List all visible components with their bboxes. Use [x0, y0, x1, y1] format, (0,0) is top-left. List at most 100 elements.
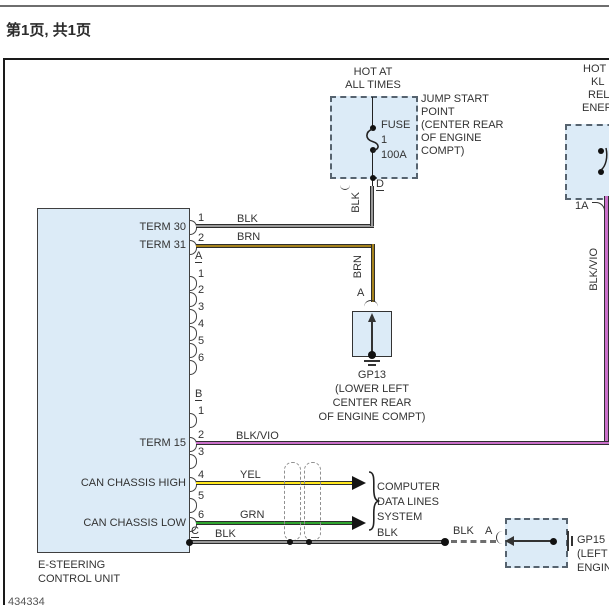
jump-start-line1: JUMP START — [421, 93, 489, 105]
jump-start-line5: COMPT) — [421, 145, 465, 157]
gp13-arrow-icon — [367, 313, 376, 322]
relay-contact-dot-top — [598, 148, 604, 154]
jump-start-line4: OF ENGINE — [421, 132, 482, 144]
gp15-box — [505, 518, 568, 568]
gp13-loc1: (LOWER LEFT — [335, 383, 409, 395]
pin-number: 3 — [198, 446, 205, 458]
fuse-lead-top — [371, 97, 373, 126]
pin-number: 6 — [198, 509, 205, 521]
can-chassis-low-label: CAN CHASSIS LOW — [83, 517, 186, 529]
pin-arc — [190, 360, 197, 375]
pin-number: 1 — [198, 268, 205, 280]
data-lines-label-3: SYSTEM — [377, 511, 423, 523]
pin-arc — [190, 413, 197, 428]
pin-number: 5 — [198, 335, 205, 347]
brn-wire-horizontal — [196, 244, 375, 248]
fuse-hot-line1: HOT AT — [353, 66, 393, 78]
inline-connector-capsule-icon — [284, 462, 301, 541]
grn-arrow-icon — [352, 516, 366, 530]
pin-arc — [190, 454, 197, 469]
gp15-ground-bar2 — [571, 536, 573, 546]
fuse-hot-line2: ALL TIMES — [345, 79, 401, 91]
page-title: 第1页, 共1页 — [6, 22, 92, 39]
pin-number: 5 — [198, 490, 205, 502]
relay-hot-line2: KL — [591, 76, 605, 88]
control-unit-box — [37, 208, 190, 553]
jump-start-note: JUMP START POINT (CENTER REAR OF ENGINE … — [421, 93, 504, 158]
gp13-loc3: OF ENGINE COMPT) — [318, 411, 426, 423]
brn-vertical-label: BRN — [352, 255, 364, 279]
brn-wire-vertical — [371, 244, 375, 302]
gp13-connector-label: A — [357, 287, 365, 299]
gp13-ground-dot — [368, 351, 376, 359]
fuse-name: FUSE — [381, 119, 411, 131]
brn-wire-label: BRN — [237, 231, 261, 243]
relay-connector-label: 1A — [575, 200, 589, 212]
blkvio-vertical-wire — [604, 196, 609, 443]
connector-a-label: A — [195, 250, 203, 263]
yel-wire-label: YEL — [240, 469, 261, 481]
pin-number: 3 — [198, 301, 205, 313]
blkvio-wire-label: BLK/VIO — [236, 430, 279, 442]
pin-arc — [190, 498, 197, 513]
blk-ground-label-1: BLK — [215, 528, 236, 540]
relay-hot-line1: HOT — [583, 63, 607, 75]
top-divider — [0, 5, 609, 7]
pin-number: 2 — [198, 429, 205, 441]
gp15-loc2: ENGIN — [577, 562, 609, 574]
gp13-name: GP13 — [357, 369, 387, 381]
unit-name-line1: E-STEERING — [38, 559, 106, 571]
blk-wire-horizontal — [196, 224, 374, 228]
blk-vertical-label: BLK — [350, 192, 362, 213]
grn-wire-label: GRN — [240, 509, 265, 521]
gp13-label-block: GP13 (LOWER LEFT CENTER REAR OF ENGINE C… — [297, 368, 447, 424]
gp15-connector-arc-icon — [496, 531, 504, 544]
fuse-box — [330, 96, 418, 179]
relay-hot-line4: ENERG — [582, 102, 609, 114]
pin-arc — [190, 326, 197, 341]
shield-splice-dot — [306, 539, 312, 545]
pin-number: 2 — [198, 284, 205, 296]
blk-ground-wire — [189, 540, 446, 544]
yel-arrow-icon — [352, 476, 366, 490]
fuse-number: 1 — [381, 134, 388, 146]
inline-connector-capsule-icon — [304, 462, 321, 541]
pin-number: 4 — [198, 469, 205, 481]
ground-symbol-line1 — [364, 360, 380, 362]
grn-wire-horizontal — [196, 521, 353, 525]
gp13-loc2: CENTER REAR — [332, 397, 412, 409]
doc-number: 434334 — [8, 596, 45, 608]
gp15-loc1: (LEFT — [577, 548, 608, 560]
fuse-connector-label: D — [376, 178, 384, 191]
connector-b-letter: B — [195, 388, 203, 401]
diagram-frame-left — [3, 58, 5, 605]
connector-b-label: B — [195, 388, 203, 401]
pin-number: 4 — [198, 318, 205, 330]
fuse-connector-letter: D — [376, 178, 384, 191]
relay-box — [565, 124, 609, 200]
fuse-exit-arc-icon — [340, 182, 350, 190]
fuse-terminal-dot-bottom — [369, 147, 376, 153]
fuse-rating: 100A — [381, 149, 407, 161]
unit-name-line2: CONTROL UNIT — [38, 573, 121, 585]
pin-number: 2 — [198, 232, 205, 244]
gp15-arrow-icon — [505, 536, 514, 546]
relay-hot-line3: REL — [588, 89, 609, 101]
terminal-30-label: TERM 30 — [139, 221, 186, 233]
gp15-connector-label: A — [485, 525, 493, 537]
gp13-arrow-line — [371, 321, 373, 355]
connector-a-letter: A — [195, 250, 203, 263]
pin-arc — [190, 343, 197, 358]
fuse-terminal-dot-top — [369, 124, 376, 131]
terminal-15-label: TERM 15 — [139, 437, 186, 449]
blkvio-wire-horizontal — [196, 441, 609, 445]
gp15-arrow-line — [512, 540, 554, 542]
blk-wire-label: BLK — [237, 213, 258, 225]
blk-dashed-label: BLK — [453, 525, 474, 537]
connector-c-letter: C — [191, 525, 199, 538]
ground-symbol-line2 — [368, 364, 376, 366]
data-lines-label-2: DATA LINES — [377, 496, 439, 508]
pin-arc — [190, 309, 197, 324]
pin-number: 1 — [198, 405, 205, 417]
